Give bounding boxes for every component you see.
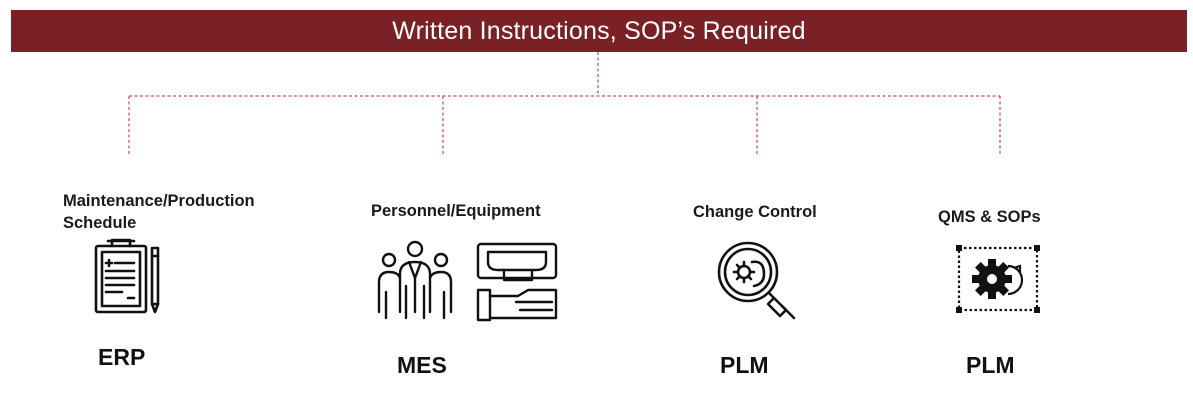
clipboard-schedule-icon: [94, 238, 160, 314]
node-label-maintenance: Maintenance/Production Schedule: [63, 190, 255, 234]
banner-title: Written Instructions, SOP’s Required: [11, 10, 1187, 52]
node-label-line2: Schedule: [63, 214, 137, 232]
system-label-mes: MES: [397, 352, 447, 378]
node-label-line1: Maintenance/Production: [63, 192, 255, 210]
gear-shape: [972, 259, 1012, 299]
gear-process-icon: [956, 245, 1040, 313]
node-label-qms: QMS & SOPs: [938, 208, 1041, 226]
personnel-equipment-icon: [377, 240, 558, 322]
magnifier-microbe-icon: [717, 241, 796, 320]
node-label-personnel: Personnel/Equipment: [371, 202, 541, 220]
system-label-plm-qms: PLM: [966, 352, 1015, 378]
node-label-change-control: Change Control: [693, 203, 817, 221]
person-center-head: [406, 240, 424, 258]
system-label-erp: ERP: [98, 344, 146, 370]
system-label-plm-change: PLM: [720, 352, 769, 378]
